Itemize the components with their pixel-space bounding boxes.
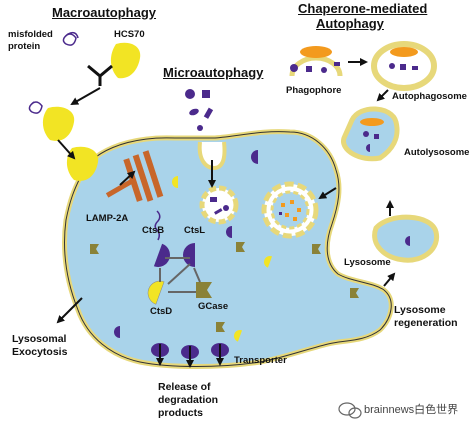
- ctsd-label: CtsD: [150, 306, 173, 317]
- phagophore-label: Phagophore: [286, 85, 342, 96]
- ctsl-label: CtsL: [184, 225, 206, 236]
- enzyme-olive-2: [312, 244, 321, 254]
- microautophagy-invagination: [197, 141, 227, 171]
- enzyme-purple-2: [226, 226, 232, 238]
- lamp2a-channel: [105, 150, 164, 202]
- enzyme-network: [159, 257, 201, 293]
- hsc70-label: HCS70: [114, 29, 145, 40]
- enzyme-purple-3: [114, 326, 120, 338]
- enzyme-purple-1: [251, 150, 258, 164]
- phagophore: [289, 46, 343, 77]
- merge-arrow: [87, 64, 113, 86]
- release-label-1: Release of: [158, 381, 211, 393]
- chaperone-title-line1: Chaperone-mediated: [298, 1, 428, 16]
- intralumenal-vesicle-left: [199, 185, 239, 225]
- enzyme-yellow-1: [172, 176, 178, 188]
- transporter-label: Transporter: [234, 355, 287, 366]
- enzyme-ctsb: [153, 243, 170, 267]
- gcase-label: GCase: [198, 301, 229, 312]
- arrow-protein-to-chaperone: [70, 87, 101, 105]
- enzyme-yellow-3: [234, 330, 243, 342]
- ctsb-label: CtsB: [142, 225, 165, 236]
- main-lysosome: [62, 129, 394, 369]
- small-lysosome: [372, 214, 440, 263]
- hsc70-chaperone-1: [110, 42, 141, 79]
- enzyme-olive-1: [236, 242, 245, 252]
- autophagosome: [371, 41, 437, 91]
- enzyme-yellow-2: [264, 256, 273, 268]
- autolysosome-label: Autolysosome: [404, 147, 470, 158]
- enzyme-olive-4: [216, 322, 225, 332]
- hsc70-chaperone-2: [42, 106, 75, 141]
- arrow-regeneration-lower: [383, 272, 396, 287]
- watermark-text: brainnews白色世界: [364, 404, 459, 416]
- misfolded-protein-label-1: misfolded: [8, 29, 53, 40]
- lysosome-regeneration-label-1: Lysosome: [394, 304, 446, 316]
- lamp2a-label: LAMP-2A: [86, 213, 129, 224]
- chaperone-title-line2: Autophagy: [316, 16, 384, 31]
- release-label-2: degradation: [158, 394, 219, 406]
- misfolded-protein-label-2: protein: [8, 41, 41, 52]
- wechat-icon: [338, 402, 362, 419]
- peptide-squiggle: [154, 210, 161, 241]
- enzyme-olive-3: [90, 244, 99, 254]
- release-label-3: products: [158, 407, 203, 419]
- enzyme-olive-5: [350, 288, 359, 298]
- arrow-exocytosis: [56, 297, 83, 324]
- lysosomal-exocytosis-label-2: Exocytosis: [12, 346, 68, 358]
- main-lysosome-outline: [64, 131, 392, 367]
- microautophagy-title: Microautophagy: [163, 65, 264, 80]
- lysosome-regeneration-label-2: regeneration: [394, 317, 458, 329]
- lysosome-label: Lysosome: [344, 257, 391, 268]
- enzyme-ctsl: [183, 243, 195, 267]
- enzyme-ctsd: [147, 280, 165, 305]
- arrow-to-lamp2a: [119, 170, 136, 186]
- lysosomal-exocytosis-label-1: Lysosomal: [12, 333, 67, 345]
- microautophagy-cargo: [185, 89, 214, 131]
- macroautophagy-title: Macroautophagy: [52, 5, 157, 20]
- enzyme-gcase: [196, 282, 212, 298]
- autophagosome-label: Autophagosome: [392, 91, 467, 102]
- degrading-vesicle-right: [261, 181, 319, 239]
- arrow-autophagosome-to-autolysosome: [376, 89, 389, 102]
- arrow-autolysosome-to-lumen: [318, 187, 337, 200]
- autolysosome: [341, 106, 400, 162]
- arrow-chaperone-down: [57, 139, 76, 160]
